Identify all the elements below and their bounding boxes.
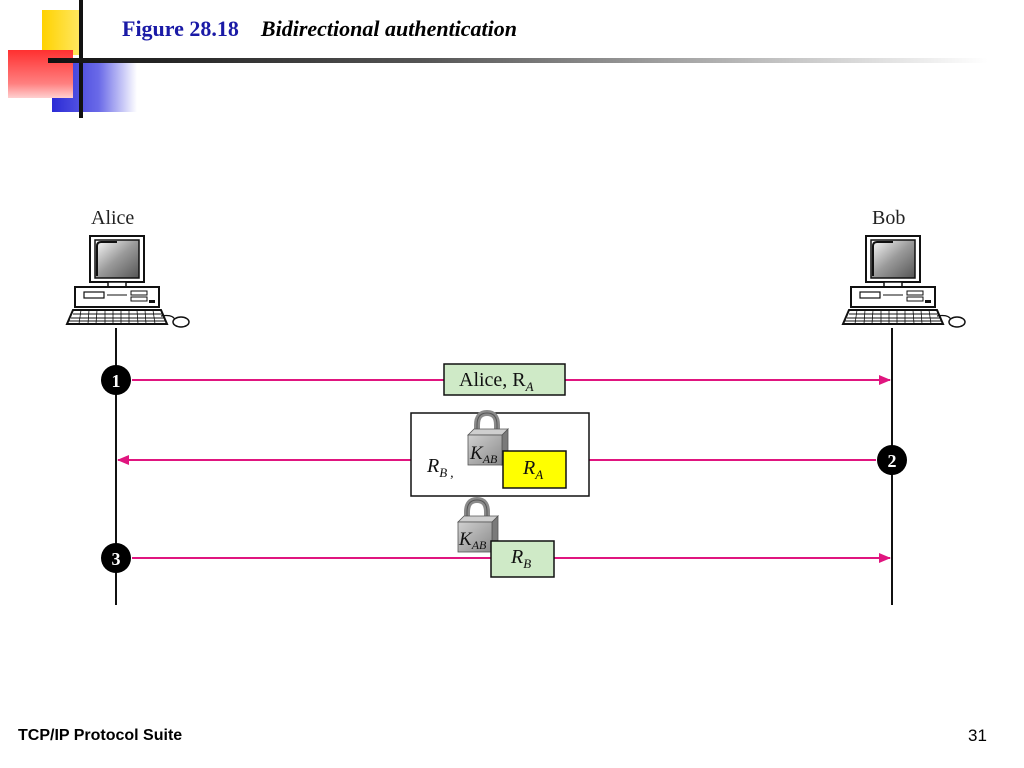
bob-computer-icon <box>842 235 966 328</box>
message-2-lock-key: KAB <box>469 443 498 466</box>
message-3: 3 KAB RB <box>101 500 891 578</box>
message-1-text: Alice, RA <box>459 369 534 394</box>
message-2-prefix-sub: B <box>439 465 447 480</box>
step-1-label: 1 <box>112 371 121 391</box>
message-2-prefix-text: RB, <box>426 455 454 481</box>
message-3-lock-key: KAB <box>458 529 487 552</box>
message-2-prefix: R <box>426 455 439 477</box>
step-3-marker <box>101 543 131 573</box>
step-1-marker <box>101 365 131 395</box>
message-1-box <box>443 363 566 396</box>
alice-label: Alice <box>91 207 135 229</box>
message-1-payload: Alice, R <box>459 369 526 391</box>
message-2: 2 RB, KAB RA <box>117 413 907 497</box>
page-number: 31 <box>968 726 987 745</box>
bob-label: Bob <box>872 207 906 229</box>
corner-decoration <box>0 0 140 120</box>
message-2-prefix-sep: , <box>450 466 454 481</box>
step-2-label: 2 <box>888 451 897 471</box>
figure-caption: Bidirectional authentication <box>260 16 518 41</box>
message-2-payload-box <box>502 450 567 489</box>
message-1-payload-sub: A <box>525 379 534 394</box>
step-3-label: 3 <box>112 549 121 569</box>
page-title: Figure 28.18 Bidirectional authentication <box>122 16 517 42</box>
title-underline <box>48 58 988 63</box>
step-2-marker <box>877 445 907 475</box>
message-3-payload-box <box>490 540 555 578</box>
message-1: 1 Alice, RA <box>101 363 891 396</box>
yellow-square <box>42 10 82 55</box>
alice-computer-icon <box>66 235 190 328</box>
message-2-payload-text: RA <box>522 457 543 482</box>
figure-number: Figure 28.18 <box>122 16 239 41</box>
message-3-payload-text: RB <box>510 546 531 571</box>
footer-text: TCP/IP Protocol Suite <box>18 727 183 744</box>
